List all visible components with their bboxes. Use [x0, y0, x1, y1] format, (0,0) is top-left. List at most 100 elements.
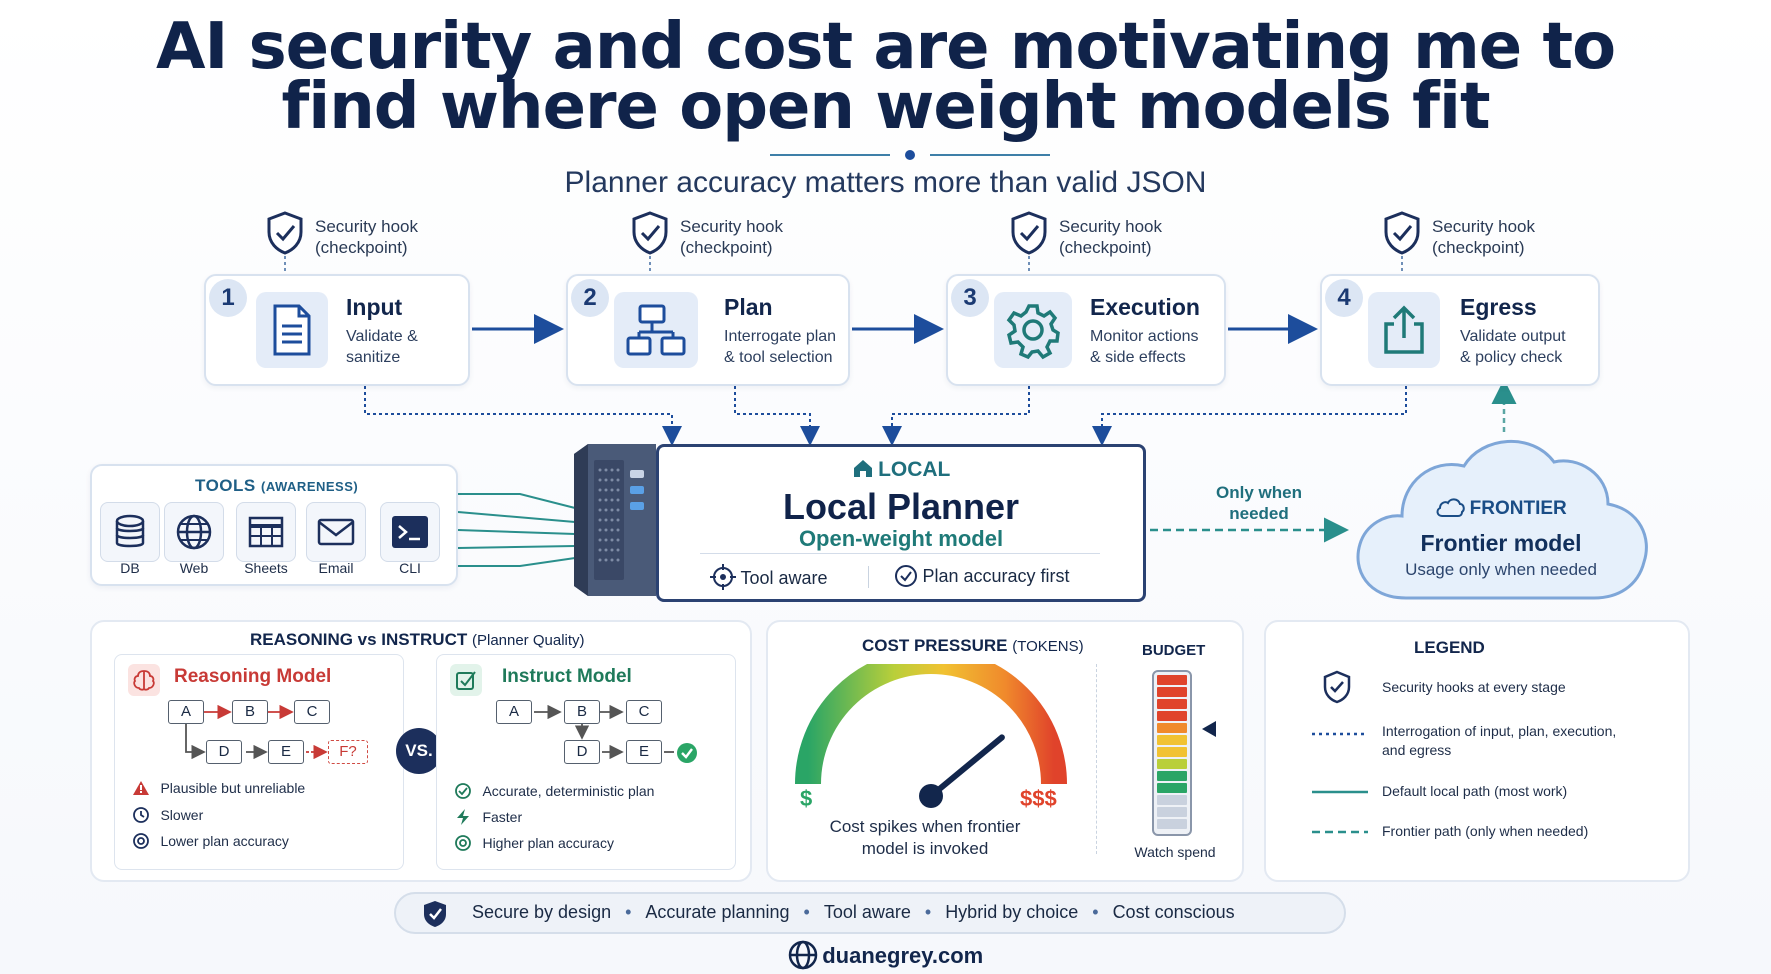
- frontier-label-row: FRONTIER: [1346, 496, 1656, 520]
- stage-3-desc: Monitor actions& side effects: [1090, 326, 1240, 368]
- clock-icon: [133, 807, 149, 823]
- warning-icon: [133, 781, 149, 795]
- email-icon[interactable]: [306, 502, 366, 562]
- stage-4-desc-line1: Validate output: [1460, 328, 1566, 345]
- instruct-node-c: C: [626, 700, 662, 724]
- budget-segment: [1157, 795, 1187, 805]
- interrogation-input: [364, 386, 682, 446]
- stage-1-name: Input: [346, 294, 403, 320]
- check-circle-icon: [895, 565, 917, 587]
- reasoning-trait-2-text: Slower: [160, 807, 204, 823]
- local-planner-box[interactable]: [656, 444, 1146, 602]
- planner-feature-divider: [868, 566, 869, 588]
- principle-separator: •: [924, 902, 932, 922]
- gauge-needle: [928, 734, 1005, 799]
- tool-label-web: Web: [179, 560, 209, 576]
- hook-line2: (checkpoint): [315, 238, 408, 257]
- tool-label-cli: CLI: [399, 560, 421, 576]
- database-icon[interactable]: [100, 502, 160, 562]
- cost-gauge: [795, 664, 1067, 808]
- budget-segment: [1157, 819, 1187, 829]
- instruct-trait-1-text: Accurate, deterministic plan: [482, 783, 655, 799]
- hook-line1: Security hook: [1432, 217, 1535, 236]
- security-hook-3: [1010, 210, 1048, 261]
- cloud-icon: [1436, 498, 1465, 517]
- stage-card-input[interactable]: [204, 274, 470, 386]
- only-when-line2: needed: [1229, 504, 1289, 523]
- tool-label-email: Email: [318, 560, 354, 576]
- cost-panel-title-small: (TOKENS): [1012, 638, 1084, 655]
- gauge-hub: [919, 784, 943, 808]
- page-title-line1: AI security and cost are motivating me t…: [155, 10, 1616, 84]
- principle-separator: •: [625, 902, 632, 922]
- frontier-subtitle: Usage only when needed: [1405, 560, 1597, 579]
- planner-title: Local Planner: [782, 486, 1020, 527]
- interrogation-plan: [734, 386, 820, 446]
- stage-2-number: 2: [571, 279, 609, 317]
- budget-segment: [1157, 771, 1187, 781]
- server-chassis-icon: [574, 444, 656, 596]
- instruct-model-title: Instruct Model: [502, 666, 632, 687]
- stage-1-desc-line1: Validate &: [346, 328, 418, 345]
- tool-line-1: [458, 493, 576, 509]
- check-circle-icon: [455, 783, 471, 799]
- stage-4-name: Egress: [1460, 294, 1537, 320]
- principle-4: Hybrid by choice: [945, 902, 1079, 922]
- legend-title: LEGEND: [1414, 638, 1485, 657]
- only-when-needed-label: Only when needed: [1194, 482, 1324, 524]
- tools-title: TOOLS (AWARENESS): [195, 476, 358, 496]
- reasoning-trait-1-text: Plausible but unreliable: [160, 780, 306, 796]
- stage-3-name: Execution: [1090, 294, 1200, 320]
- reasoning-flow-arrows: [185, 704, 328, 760]
- security-hook-2-label: Security hook(checkpoint): [680, 216, 783, 258]
- instruct-trait-2-text: Faster: [482, 809, 523, 825]
- principle-separator: •: [803, 902, 810, 922]
- cost-caption-line1: Cost spikes when frontier: [829, 817, 1021, 836]
- reasoning-node-d: D: [206, 740, 242, 764]
- legend-solid-line: [1312, 790, 1368, 794]
- hook-line1: Security hook: [315, 217, 418, 236]
- stage-2-desc: Interrogate plan& tool selection: [724, 326, 874, 368]
- crosshair-icon: [710, 564, 736, 590]
- home-icon: [853, 460, 872, 477]
- subtitle: Planner accuracy matters more than valid…: [564, 166, 1207, 199]
- stage-card-plan[interactable]: [566, 274, 850, 386]
- only-when-line1: Only when: [1216, 483, 1302, 502]
- reasoning-node-c: C: [294, 700, 330, 724]
- cost-panel-title-text: COST PRESSURE: [862, 636, 1008, 655]
- budget-segment: [1157, 687, 1187, 697]
- stage-2-name: Plan: [724, 294, 773, 320]
- security-hook-3-label: Security hook(checkpoint): [1059, 216, 1162, 258]
- frontier-label: FRONTIER: [1469, 498, 1567, 519]
- planner-local-label: LOCAL: [878, 458, 951, 481]
- planner-feature-1-text: Tool aware: [740, 568, 828, 588]
- instruct-trait-3-text: Higher plan accuracy: [482, 835, 614, 851]
- reasoning-model-title: Reasoning Model: [174, 666, 332, 687]
- hook-line1: Security hook: [680, 217, 783, 236]
- watch-spend-label: Watch spend: [1134, 844, 1216, 860]
- stage-card-egress[interactable]: [1320, 274, 1600, 386]
- reasoning-panel-title-small: (Planner Quality): [471, 632, 585, 649]
- cost-caption: Cost spikes when frontier model is invok…: [800, 816, 1050, 860]
- legend-dotted-line: [1312, 732, 1368, 736]
- principle-2: Accurate planning: [645, 902, 790, 922]
- stage-1-number: 1: [209, 279, 247, 317]
- checklist-icon: [450, 664, 482, 696]
- reasoning-node-e: E: [268, 740, 304, 764]
- planner-subtitle: Open-weight model: [798, 526, 1004, 551]
- success-check-icon: [676, 742, 698, 769]
- cost-panel-title: COST PRESSURE (TOKENS): [862, 636, 1084, 656]
- shield-check-icon: [1011, 211, 1047, 255]
- lightning-icon: [457, 809, 469, 825]
- stage-card-execution[interactable]: [946, 274, 1226, 386]
- shield-check-icon: [424, 901, 446, 927]
- budget-segment: [1157, 723, 1187, 733]
- spreadsheet-icon[interactable]: [236, 502, 296, 562]
- frontier-cloud[interactable]: [1346, 430, 1656, 606]
- reasoning-node-f: F?: [328, 740, 368, 764]
- footer-domain[interactable]: duanegrey.com: [822, 943, 984, 968]
- globe-icon[interactable]: [164, 502, 224, 562]
- budget-segment: [1157, 699, 1187, 709]
- terminal-icon[interactable]: [380, 502, 440, 562]
